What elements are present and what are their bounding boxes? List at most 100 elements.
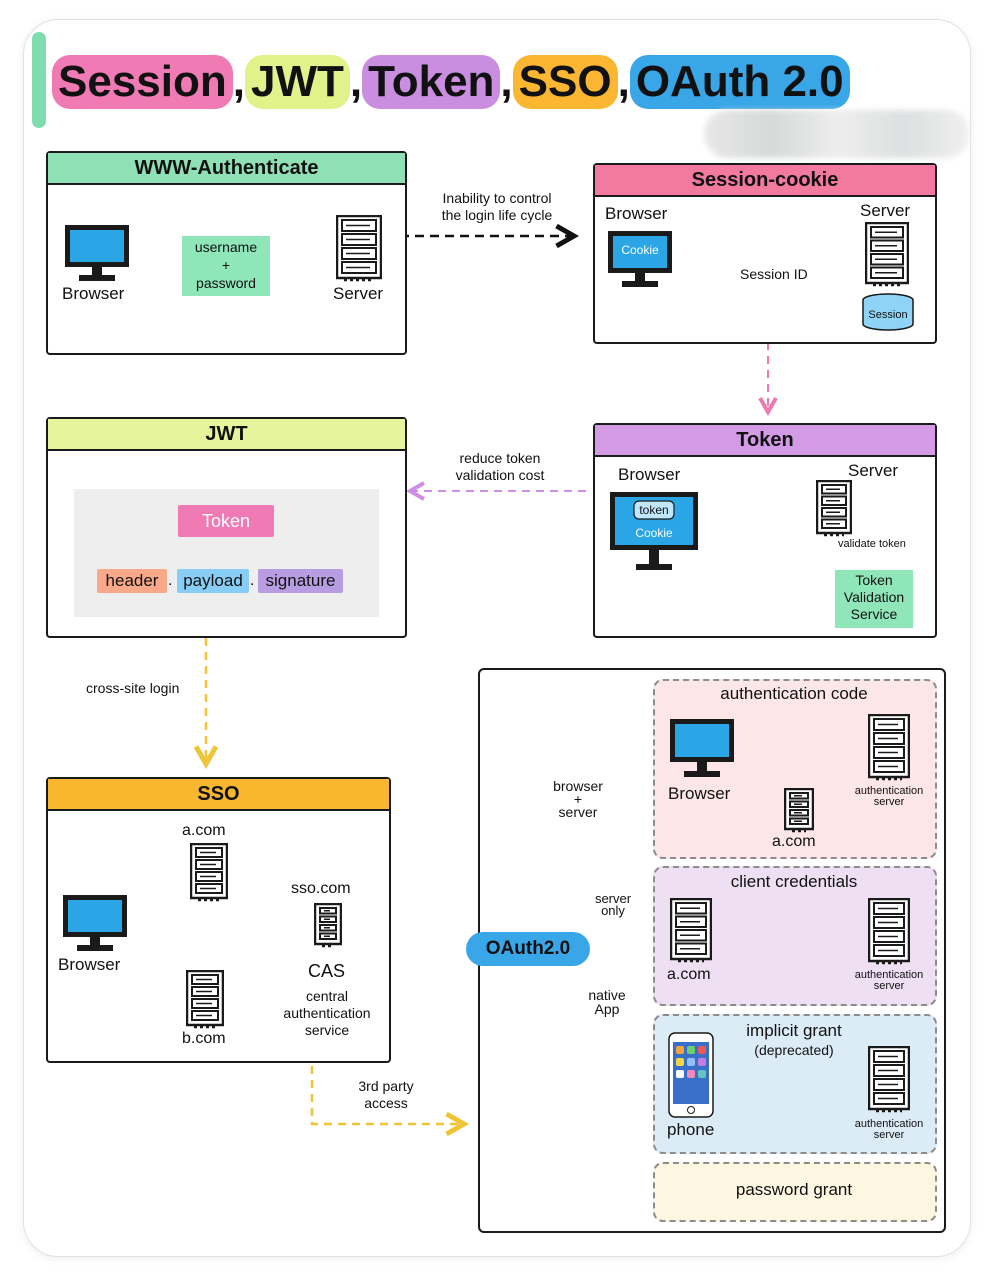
reduce-cost-line1: reduce token <box>459 450 541 466</box>
credentials-box: username + password <box>182 236 270 296</box>
www-browser-label: Browser <box>62 284 125 303</box>
title-part: OAuth 2.0 <box>629 55 850 109</box>
title-accent-bar <box>32 32 46 128</box>
jwt-signature-part: signature <box>258 569 343 593</box>
client-cred-title: client credentials <box>730 872 858 891</box>
cross-site-login-label: cross-site login <box>86 680 180 696</box>
auth-code-browser-label: Browser <box>668 784 731 803</box>
client-cred-client-icon <box>670 898 712 963</box>
branch3-line2: App <box>594 1001 620 1017</box>
branch1-line2: + <box>573 791 583 807</box>
client-cred-client-label: a.com <box>667 966 711 983</box>
title-part: JWT <box>244 55 350 109</box>
branch3-line1: native <box>588 987 626 1003</box>
sso-cas-label: CAS <box>308 961 346 981</box>
blurred-watermark <box>704 110 970 158</box>
implicit-server-label: authentication server <box>846 1119 932 1141</box>
title-part: Session <box>52 55 233 109</box>
auth-code-client-icon <box>784 788 814 833</box>
branch1-line3: server <box>558 804 598 820</box>
jwt-dot-1: . <box>168 572 173 589</box>
www-server-icon <box>336 215 382 282</box>
session-browser-icon: Cookie <box>608 231 672 287</box>
title-part: , <box>232 57 245 106</box>
session-server-icon <box>865 222 909 287</box>
client-cred-server-line1: authentication <box>854 969 924 981</box>
sso-a-server-icon <box>190 843 228 902</box>
token-browser-label: Browser <box>618 465 681 484</box>
inability-line2: the login life cycle <box>441 207 553 223</box>
third-party-line1: 3rd party <box>358 1078 414 1094</box>
sso-cas-server-icon <box>314 903 342 948</box>
jwt-payload-part: payload <box>177 569 249 593</box>
branch2-line2: only <box>601 903 625 918</box>
auth-code-browser-icon <box>670 719 734 777</box>
auth-code-server-label: authentication server <box>846 786 932 808</box>
token-validation-service: Token Validation Service <box>835 570 913 628</box>
jwt-dot-2: . <box>250 572 255 589</box>
sso-b-server-icon <box>186 970 224 1029</box>
cas-description: central authentication service <box>274 988 380 1039</box>
auth-code-server-line1: authentication <box>854 785 924 797</box>
client-cred-server-line2: server <box>873 980 905 992</box>
inability-line1: Inability to control <box>442 190 552 206</box>
title-part: , <box>617 57 630 106</box>
implicit-server-icon <box>868 1046 910 1113</box>
implicit-title: implicit grant <box>746 1021 842 1040</box>
title-part: Token <box>362 55 501 109</box>
auth-code-server-line2: server <box>873 796 905 808</box>
credentials-plus: + <box>221 257 231 273</box>
credentials-password: password <box>196 275 256 291</box>
session-cookie-header: Session-cookie <box>595 165 935 197</box>
implicit-server-line1: authentication <box>854 1118 924 1130</box>
auth-code-server-icon <box>868 714 910 781</box>
session-id-label: Session ID <box>740 266 808 282</box>
reduce-cost-note: reduce token validation cost <box>440 450 560 484</box>
client-cred-server-icon <box>868 898 910 965</box>
tvs-line1: Token <box>855 572 893 588</box>
sso-ssocom-label: sso.com <box>291 880 351 897</box>
third-party-note: 3rd party access <box>342 1078 430 1112</box>
www-server-label: Server <box>333 284 384 303</box>
third-party-line2: access <box>364 1095 408 1111</box>
title-part: SSO <box>512 55 618 109</box>
svg-text:Session: Session <box>868 309 907 321</box>
branch2-line1: server <box>594 891 632 906</box>
auth-code-title: authentication code <box>720 684 868 703</box>
www-browser-icon <box>65 225 129 281</box>
tvs-line2: Validation <box>843 589 905 605</box>
auth-code-client-label: a.com <box>772 833 816 850</box>
session-browser-label: Browser <box>605 204 668 223</box>
reduce-cost-line2: validation cost <box>455 467 545 483</box>
sso-browser-label: Browser <box>58 955 121 974</box>
cas-desc-line3: service <box>304 1022 350 1038</box>
token-header: Token <box>595 425 935 457</box>
phone-icon <box>668 1032 714 1118</box>
jwt-header: JWT <box>48 419 405 451</box>
implicit-phone-label: phone <box>667 1120 715 1139</box>
jwt-token-pill: Token <box>178 505 274 537</box>
www-authenticate-header: WWW-Authenticate <box>48 153 405 185</box>
tvs-line3: Service <box>850 606 898 622</box>
sso-a-label: a.com <box>182 822 226 839</box>
title-part: , <box>349 57 363 106</box>
cas-desc-line1: central <box>305 988 349 1004</box>
inability-note: Inability to control the login life cycl… <box>430 190 564 224</box>
token-server-label: Server <box>848 461 899 480</box>
svg-text:Cookie: Cookie <box>635 526 673 540</box>
branch-native-app: native App <box>580 988 634 1016</box>
validate-token-label: validate token <box>838 538 906 550</box>
sso-header: SSO <box>48 779 389 811</box>
svg-text:token: token <box>639 503 668 517</box>
branch-browser-server: browser + server <box>546 779 610 820</box>
oauth-hub: OAuth2.0 <box>466 932 590 966</box>
title-part: , <box>500 57 513 106</box>
client-cred-server-label: authentication server <box>846 970 932 992</box>
token-server-icon <box>816 480 852 537</box>
sso-browser-icon <box>63 895 127 951</box>
cas-desc-line2: authentication <box>283 1005 371 1021</box>
session-server-label: Server <box>860 201 911 220</box>
password-grant-panel <box>653 1162 937 1222</box>
implicit-subtitle: (deprecated) <box>754 1042 834 1058</box>
